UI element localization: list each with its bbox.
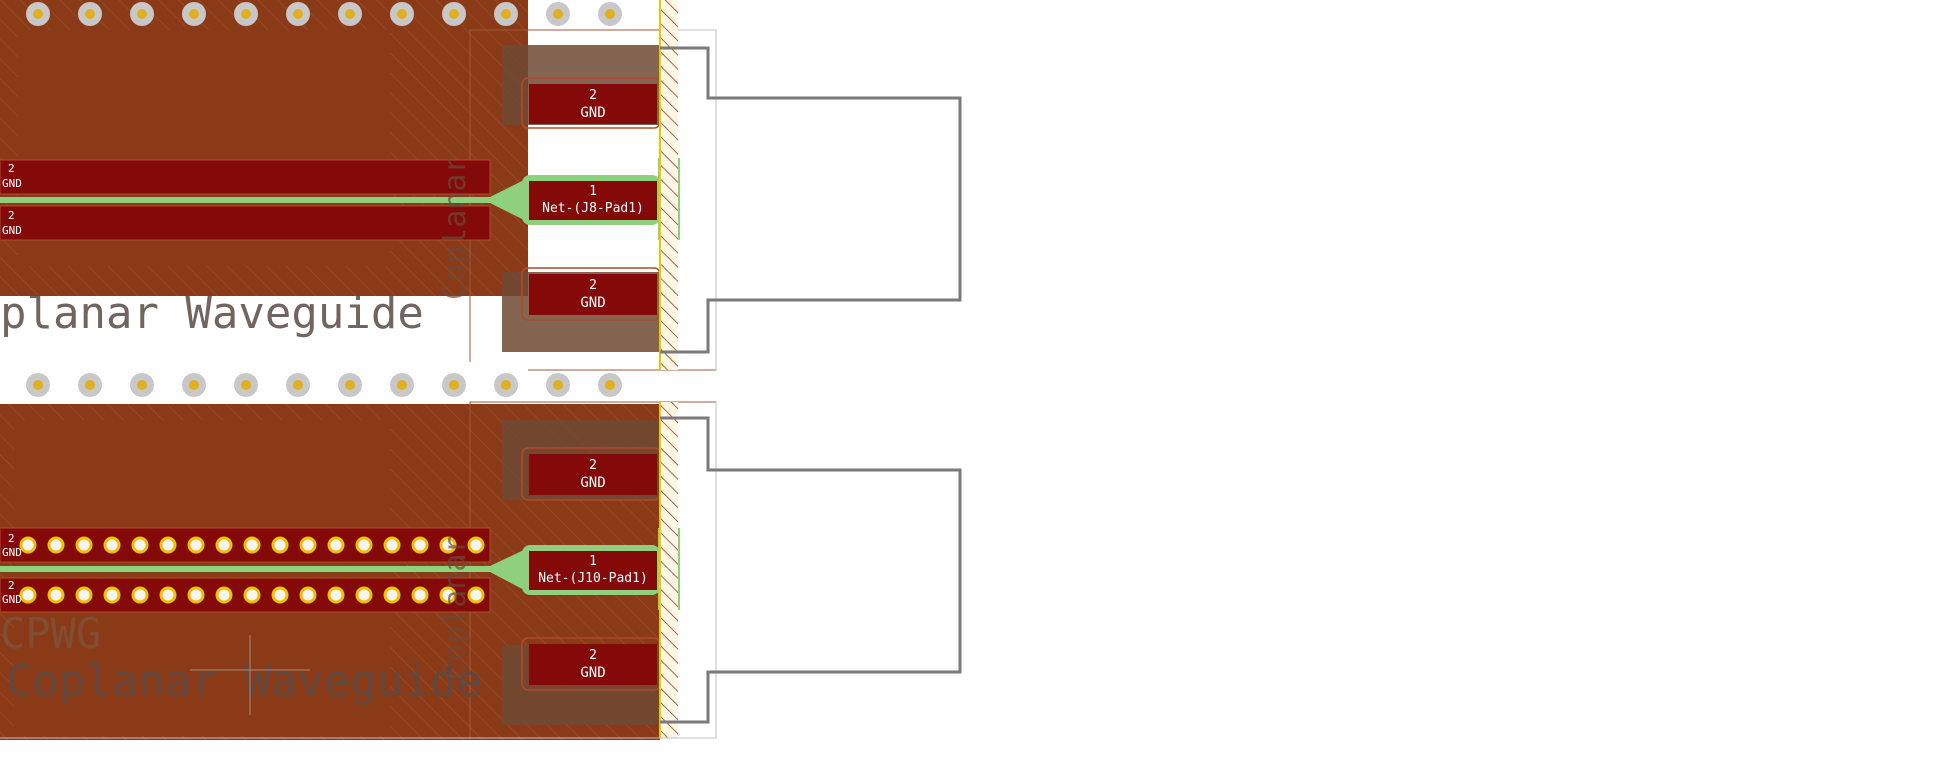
left-pad-number-lower: 2 [8,209,15,222]
edge-cuts-hatch-bottom [660,402,678,738]
signal-trace-b[interactable] [0,566,510,572]
via[interactable] [442,2,466,26]
via[interactable] [234,2,258,26]
via[interactable] [130,373,154,397]
via[interactable] [598,373,622,397]
gnd-pad-top[interactable]: 2 GND [521,77,661,129]
pad-net: GND [580,475,605,491]
pad-net: Net-(J8-Pad1) [542,201,644,216]
stitching-vias-upper [19,536,485,554]
via[interactable] [598,2,622,26]
via[interactable] [78,373,102,397]
gnd-pad-bottom[interactable]: 2 GND [521,267,661,321]
via[interactable] [234,373,258,397]
gnd-pad-top-b[interactable]: 2 GND [521,447,661,501]
footprint-j8[interactable]: 2 GND 2 GND 2 GND 1 Net-(J8-Pad1) 2 GND … [0,0,962,371]
via[interactable] [130,2,154,26]
pad-net: GND [580,665,605,681]
via[interactable] [286,2,310,26]
pad-number: 2 [589,278,597,293]
via[interactable] [494,2,518,26]
connector-outline-j8 [660,46,962,354]
signal-pad-b[interactable]: 1 Net-(J10-Pad1) [522,545,660,595]
via[interactable] [390,2,414,26]
left-pad-number-upper-b: 2 [8,532,15,545]
edge-cuts-hatch-top [660,0,678,370]
via[interactable] [26,373,50,397]
pad-net: Net-(J10-Pad1) [538,571,648,586]
left-pad-number-lower-b: 2 [8,579,15,592]
signal-taper-b [490,548,528,592]
signal-taper [490,178,528,222]
via[interactable] [78,2,102,26]
stitching-vias-lower [19,586,485,604]
pad-number: 2 [589,88,597,103]
silkscreen-label-bottom: Coplanar Waveguide [6,656,483,707]
left-pad-net-lower-b: GND [2,593,22,606]
silkscreen-rotated-bottom: Coplanar [438,536,473,681]
via[interactable] [390,373,414,397]
via[interactable] [182,2,206,26]
footprint-j10[interactable]: 2 GND 2 GND 2 GND 1 Net-(J10-Pad1) 2 GND… [0,401,962,740]
via[interactable] [494,373,518,397]
signal-pad[interactable]: 1 Net-(J8-Pad1) [522,175,660,225]
pad-net: GND [580,105,605,121]
connector-outline-j10 [660,416,962,724]
via[interactable] [546,2,570,26]
left-pad-number-upper: 2 [8,162,15,175]
silkscreen-label-cpwg: CPWG [0,609,101,658]
pad-net: GND [580,295,605,311]
via[interactable] [182,373,206,397]
signal-trace[interactable] [0,197,510,203]
pad-number: 1 [589,184,597,199]
via[interactable] [26,2,50,26]
left-pad-net-lower: GND [2,224,22,237]
via[interactable] [338,2,362,26]
left-pad-net-upper: GND [2,177,22,190]
left-gnd-strip-lower[interactable] [0,205,491,241]
via-row-middle [0,362,622,402]
left-gnd-strip-upper[interactable] [0,159,491,195]
via[interactable] [546,373,570,397]
silkscreen-label-top: planar Waveguide [0,288,424,339]
via[interactable] [338,373,362,397]
pad-number: 2 [589,648,597,663]
via[interactable] [286,373,310,397]
via[interactable] [442,373,466,397]
silkscreen-rotated-top: Coplanar [438,156,473,301]
pad-number: 2 [589,458,597,473]
via-row-top [26,2,622,26]
left-pad-net-upper-b: GND [2,546,22,559]
gnd-pad-bottom-b[interactable]: 2 GND [521,637,661,691]
pad-number: 1 [589,554,597,569]
